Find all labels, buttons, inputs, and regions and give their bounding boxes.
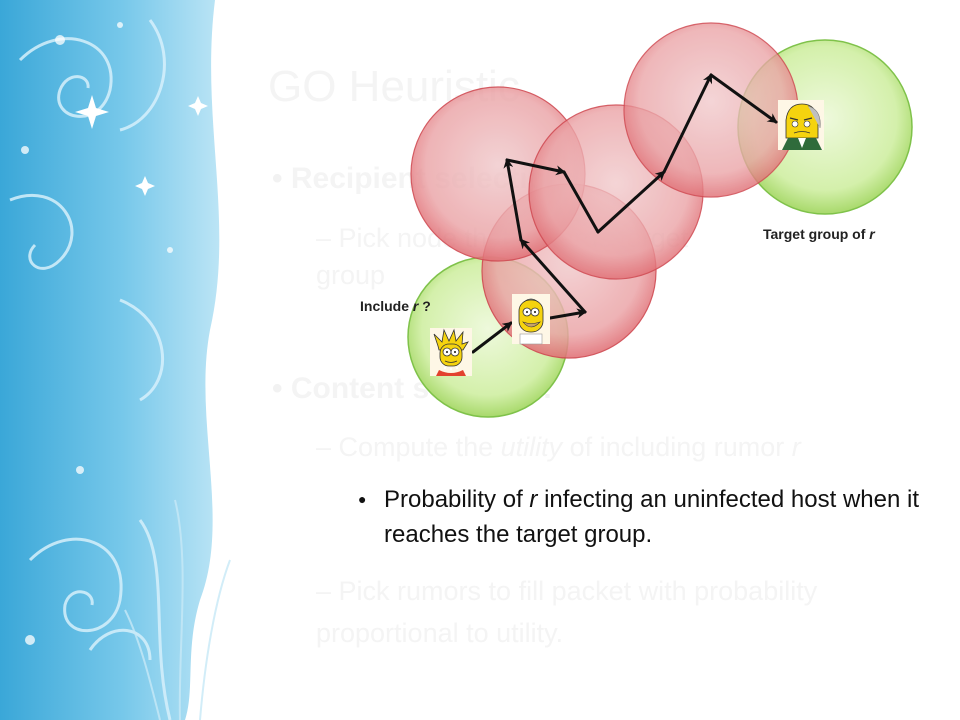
- target-group-label: Target group of r: [763, 226, 875, 242]
- burns-icon: [778, 100, 824, 150]
- include-r-label: Include r ?: [360, 298, 431, 314]
- hop-circle-4: [623, 22, 799, 198]
- lisa-icon: [430, 328, 472, 376]
- bullet-dot-icon: ●: [358, 491, 367, 507]
- sub-bullet-pick-rumors: – Pick rumors to fill packet with probab…: [316, 576, 818, 648]
- star-icon: [75, 95, 208, 196]
- homer-icon: [512, 294, 550, 345]
- probability-bullet-text: Probability of r infecting an uninfected…: [384, 486, 919, 548]
- sub-bullet-compute-utility: – Compute the utility of including rumor…: [316, 432, 801, 462]
- decorative-sidebar: [0, 0, 245, 720]
- route-arrows: [471, 73, 778, 354]
